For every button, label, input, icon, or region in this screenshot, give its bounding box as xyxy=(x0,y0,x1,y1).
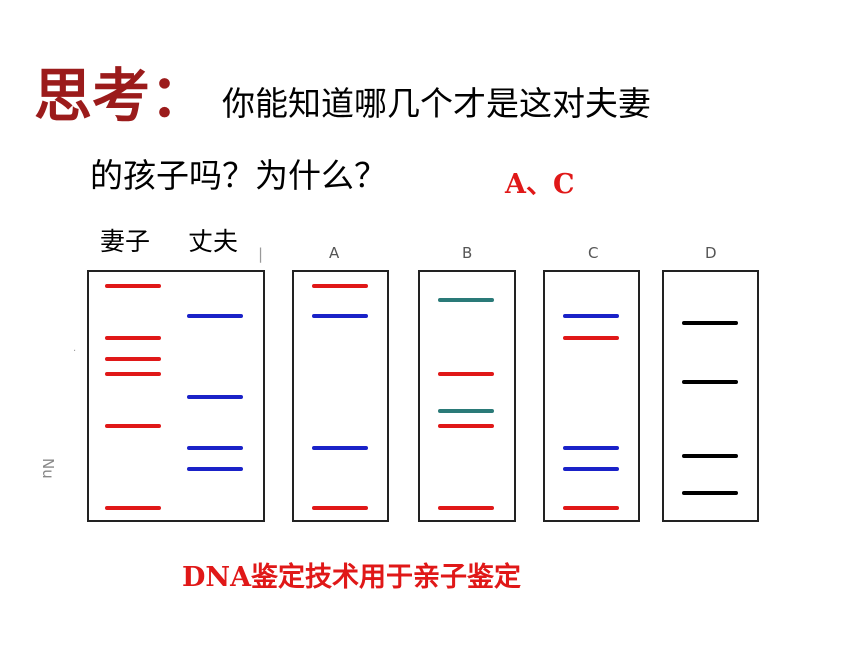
gel-band-a-4 xyxy=(312,506,368,510)
gel-band-b-5 xyxy=(438,506,494,510)
gel-panel-b xyxy=(418,270,516,522)
gel-panel-c xyxy=(543,270,640,522)
gel-band-a-2 xyxy=(312,314,368,318)
gel-band-d-1 xyxy=(682,321,738,325)
gel-panel-parents xyxy=(87,270,265,522)
gel-band-parents-1 xyxy=(105,284,161,288)
gel-band-b-1 xyxy=(438,298,494,302)
footer-caption: DNA鉴定技术用于亲子鉴定 xyxy=(182,562,522,593)
wife-label: 妻子 xyxy=(100,227,151,256)
gel-band-d-3 xyxy=(682,454,738,458)
gel-panel-d xyxy=(662,270,759,522)
gel-band-a-1 xyxy=(312,284,368,288)
lane-letter-d: D xyxy=(705,244,717,262)
lane-letter-a: A xyxy=(329,244,340,262)
answer-text: A、C xyxy=(505,169,575,200)
gel-band-b-2 xyxy=(438,372,494,376)
lane-letter-b: B xyxy=(462,244,473,262)
gel-band-c-2 xyxy=(563,336,619,340)
gel-band-d-4 xyxy=(682,491,738,495)
gel-band-b-4 xyxy=(438,424,494,428)
gel-band-d-2 xyxy=(682,380,738,384)
gel-band-parents-3 xyxy=(105,357,161,361)
stray-dot: · xyxy=(73,346,77,357)
gel-band-b-3 xyxy=(438,409,494,413)
gel-band-parents-4 xyxy=(105,372,161,376)
think-label: 思考： xyxy=(34,62,209,130)
gel-band-parents-10 xyxy=(187,467,243,471)
gel-band-parents-5 xyxy=(105,424,161,428)
husband-label: 丈夫 xyxy=(188,227,239,256)
gel-band-parents-2 xyxy=(105,336,161,340)
lane-letter-c: C xyxy=(588,244,599,262)
question-line-1: 你能知道哪几个才是这对夫妻 xyxy=(222,84,651,123)
gel-band-c-4 xyxy=(563,467,619,471)
gel-band-c-3 xyxy=(563,446,619,450)
tick-mark: | xyxy=(258,245,264,263)
gel-band-parents-8 xyxy=(187,395,243,399)
gel-band-parents-9 xyxy=(187,446,243,450)
gel-band-parents-6 xyxy=(105,506,161,510)
side-label: Nu xyxy=(39,458,57,479)
gel-panel-a xyxy=(292,270,389,522)
gel-band-a-3 xyxy=(312,446,368,450)
gel-band-parents-7 xyxy=(187,314,243,318)
gel-band-c-1 xyxy=(563,314,619,318)
question-line-2: 的孩子吗？为什么？ xyxy=(90,156,387,195)
gel-band-c-5 xyxy=(563,506,619,510)
